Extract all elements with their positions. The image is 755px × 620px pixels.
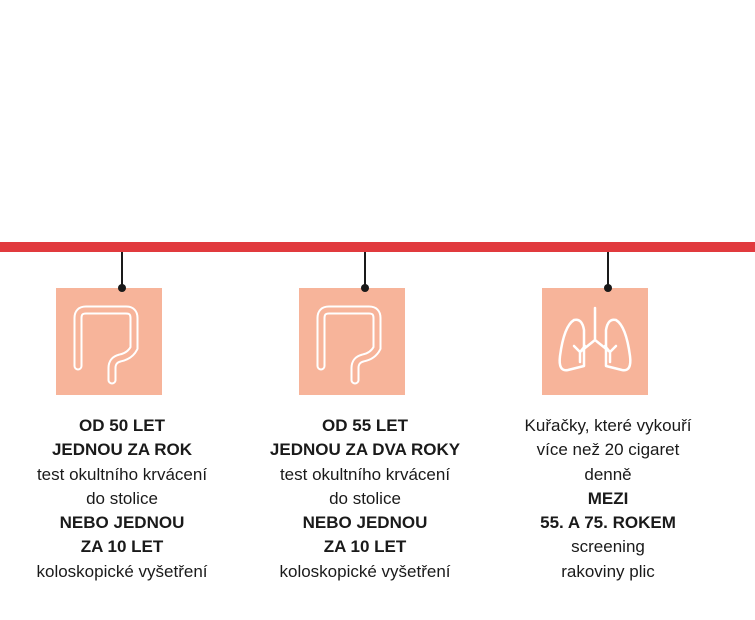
- text-line: NEBO JEDNOU: [59, 513, 185, 533]
- text-line: Kuřačky, které vykouří: [524, 416, 692, 435]
- item-text: OD 55 LET JEDNOU ZA DVA ROKY test okultn…: [245, 414, 485, 584]
- text-line: do stolice: [86, 488, 158, 508]
- text-line: koloskopické vyšetření: [36, 561, 208, 581]
- text-line: koloskopické vyšetření: [279, 561, 451, 581]
- lungs-icon-box: [542, 288, 648, 395]
- text-line: OD 55 LET: [322, 416, 408, 435]
- lungs-icon: [558, 306, 632, 372]
- colon-icon-box: [299, 288, 405, 395]
- connector-stem: [607, 252, 609, 288]
- text-line: rakoviny plic: [561, 561, 655, 581]
- connector-dot: [361, 284, 369, 292]
- connector-stem: [121, 252, 123, 288]
- colon-icon: [73, 305, 139, 385]
- item-text: Kuřačky, které vykouří více než 20 cigar…: [488, 414, 728, 584]
- text-line: do stolice: [329, 488, 401, 508]
- colon-icon-box: [56, 288, 162, 395]
- text-line: ZA 10 LET: [323, 537, 407, 557]
- colon-icon: [316, 305, 382, 385]
- connector-stem: [364, 252, 366, 288]
- text-line: JEDNOU ZA DVA ROKY: [269, 440, 461, 460]
- text-line: JEDNOU ZA ROK: [51, 440, 193, 460]
- connector-dot: [118, 284, 126, 292]
- text-line: test okultního krvácení: [36, 464, 208, 484]
- text-line: screening: [571, 537, 645, 557]
- text-line: denně: [584, 464, 632, 484]
- item-text: OD 50 LET JEDNOU ZA ROK test okultního k…: [2, 414, 242, 584]
- text-line: ZA 10 LET: [80, 537, 164, 557]
- connector-dot: [604, 284, 612, 292]
- text-line: OD 50 LET: [79, 416, 165, 435]
- text-line: MEZI: [587, 488, 629, 508]
- text-line: 55. A 75. ROKEM: [540, 513, 676, 533]
- text-line: test okultního krvácení: [279, 464, 451, 484]
- text-line: NEBO JEDNOU: [302, 513, 428, 533]
- text-line: více než 20 cigaret: [536, 440, 680, 460]
- timeline-line: [0, 242, 755, 252]
